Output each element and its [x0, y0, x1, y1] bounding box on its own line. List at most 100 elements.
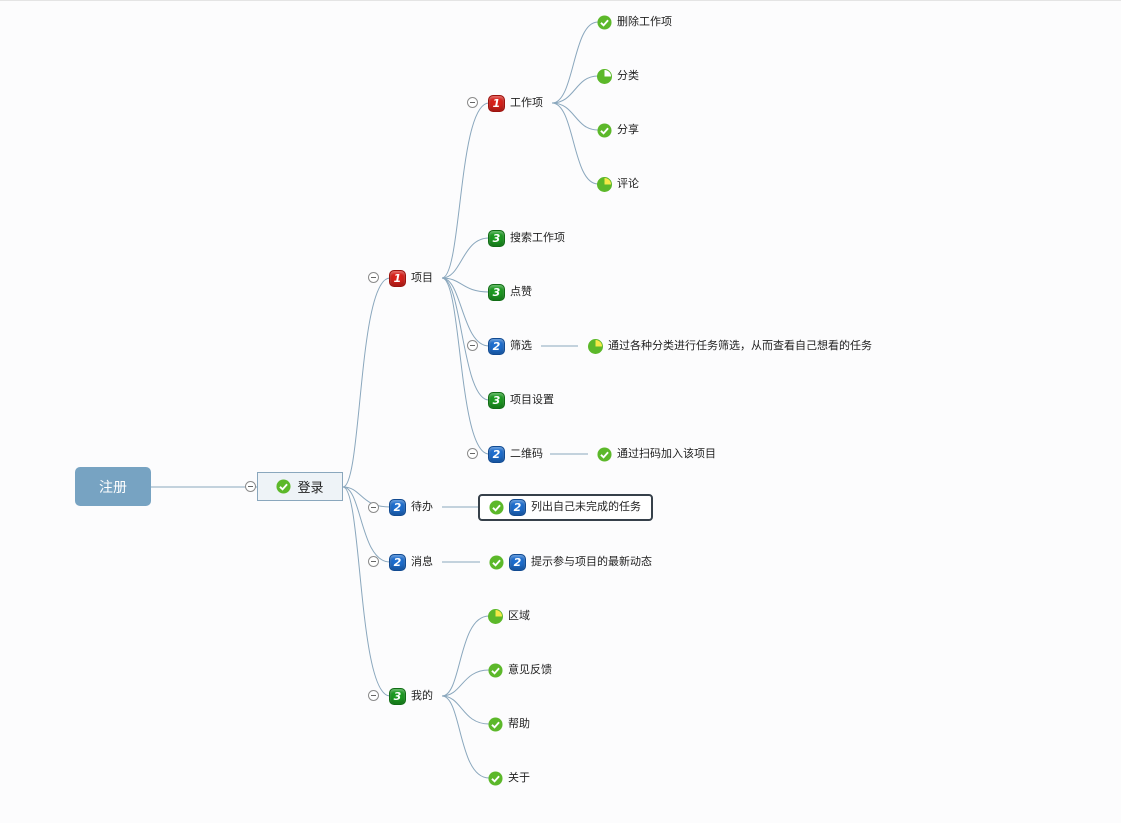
node-message-note[interactable]: 2 提示参与项目的最新动态 [489, 552, 652, 572]
node-delete-workitem[interactable]: 删除工作项 [597, 12, 672, 32]
link-workitem-category [551, 75, 599, 104]
node-label: 工作项 [510, 96, 543, 109]
link-workitem-share [551, 102, 599, 131]
node-login[interactable]: 登录 [257, 472, 343, 501]
priority-2-icon: 2 [389, 498, 406, 516]
node-label: 分享 [617, 123, 639, 136]
node-label: 待办 [411, 500, 433, 513]
node-search-workitem[interactable]: 3 搜索工作项 [488, 228, 565, 248]
check-done-icon [597, 122, 612, 138]
collapse-toggle-mine[interactable] [368, 690, 379, 701]
priority-2-icon: 2 [509, 498, 526, 516]
node-category[interactable]: 分类 [597, 66, 639, 86]
priority-3-icon: 3 [488, 229, 505, 247]
link-mine-about [441, 695, 490, 779]
node-label: 列出自己未完成的任务 [531, 500, 641, 513]
priority-2-icon: 2 [488, 337, 505, 355]
check-done-icon [488, 716, 503, 732]
node-filter-note[interactable]: 通过各种分类进行任务筛选，从而查看自己想看的任务 [588, 336, 872, 356]
collapse-toggle-todo[interactable] [368, 502, 379, 513]
collapse-toggle-project[interactable] [368, 272, 379, 283]
node-todo-note[interactable]: 2 列出自己未完成的任务 [489, 497, 641, 517]
node-label: 项目设置 [510, 393, 554, 406]
node-label: 二维码 [510, 447, 543, 460]
priority-2-icon: 2 [389, 553, 406, 571]
priority-3-icon: 3 [389, 687, 406, 705]
link-workitem-delete [551, 21, 599, 104]
node-feedback[interactable]: 意见反馈 [488, 660, 552, 680]
link-mine-help [441, 695, 490, 725]
node-label: 通过各种分类进行任务筛选，从而查看自己想看的任务 [608, 339, 872, 352]
collapse-toggle-login[interactable] [245, 481, 256, 492]
node-todo[interactable]: 2 待办 [389, 497, 433, 517]
node-workitem[interactable]: 1 工作项 [488, 93, 543, 113]
link-workitem-comment [551, 102, 599, 185]
node-label: 提示参与项目的最新动态 [531, 555, 652, 568]
progress-75-icon [597, 68, 612, 84]
node-qrcode-note[interactable]: 通过扫码加入该项目 [597, 444, 716, 464]
node-region[interactable]: 区域 [488, 606, 530, 626]
node-qrcode[interactable]: 2 二维码 [488, 444, 543, 464]
check-done-icon [276, 479, 292, 494]
link-login-todo [342, 486, 391, 508]
node-label: 项目 [411, 271, 433, 284]
collapse-toggle-workitem[interactable] [467, 97, 478, 108]
node-help[interactable]: 帮助 [488, 714, 530, 734]
check-done-icon [597, 446, 612, 462]
link-login-project [342, 277, 391, 488]
check-done-icon [597, 14, 612, 30]
priority-2-icon: 2 [488, 445, 505, 463]
top-divider [0, 0, 1121, 1]
node-label: 点赞 [510, 285, 532, 298]
check-done-icon [489, 554, 504, 570]
link-mine-region [441, 615, 490, 697]
collapse-toggle-qrcode[interactable] [467, 448, 478, 459]
node-label: 我的 [411, 689, 433, 702]
node-label: 搜索工作项 [510, 231, 565, 244]
priority-1-icon: 1 [389, 269, 406, 287]
node-project[interactable]: 1 项目 [389, 268, 433, 288]
node-label: 分类 [617, 69, 639, 82]
priority-1-icon: 1 [488, 94, 505, 112]
node-label: 意见反馈 [508, 663, 552, 676]
check-done-icon [488, 770, 503, 786]
progress-75-icon [597, 176, 612, 192]
progress-75-icon [588, 338, 603, 354]
node-comment[interactable]: 评论 [597, 174, 639, 194]
priority-2-icon: 2 [509, 553, 526, 571]
link-login-message [342, 486, 391, 563]
node-project-settings[interactable]: 3 项目设置 [488, 390, 554, 410]
priority-3-icon: 3 [488, 391, 505, 409]
link-project-search [441, 237, 490, 279]
node-label: 登录 [297, 481, 324, 496]
node-label: 删除工作项 [617, 15, 672, 28]
node-about[interactable]: 关于 [488, 768, 530, 788]
collapse-toggle-message[interactable] [368, 556, 379, 567]
selected-node-frame [478, 494, 653, 521]
link-project-qrcode [441, 277, 490, 455]
node-like[interactable]: 3 点赞 [488, 282, 532, 302]
root-label: 注册 [99, 479, 127, 496]
node-share[interactable]: 分享 [597, 120, 639, 140]
node-label: 区域 [508, 609, 530, 622]
link-mine-feedback [441, 669, 490, 697]
node-label: 评论 [617, 177, 639, 190]
check-done-icon [489, 499, 504, 515]
node-label: 筛选 [510, 339, 532, 352]
progress-75-icon [488, 608, 503, 624]
node-label: 帮助 [508, 717, 530, 730]
link-project-workitem [441, 102, 490, 279]
link-project-settings [441, 277, 490, 401]
node-filter[interactable]: 2 筛选 [488, 336, 532, 356]
collapse-toggle-filter[interactable] [467, 340, 478, 351]
link-project-like [441, 277, 490, 293]
node-mine[interactable]: 3 我的 [389, 686, 433, 706]
priority-3-icon: 3 [488, 283, 505, 301]
check-done-icon [488, 662, 503, 678]
node-label: 通过扫码加入该项目 [617, 447, 716, 460]
node-label: 消息 [411, 555, 433, 568]
node-message[interactable]: 2 消息 [389, 552, 433, 572]
link-project-filter [441, 277, 490, 347]
root-node-register[interactable]: 注册 [75, 467, 151, 506]
